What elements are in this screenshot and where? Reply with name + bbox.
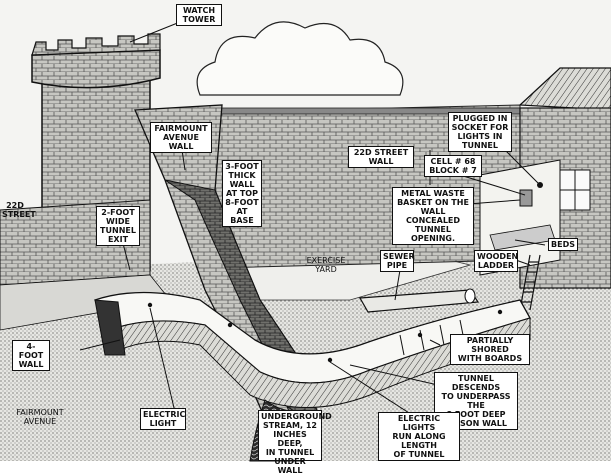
label-beds: BEDS (548, 238, 578, 251)
label-underground-stream: UNDERGROUND STREAM, 12 INCHES DEEP, IN T… (258, 410, 332, 475)
tunnel-illustration (0, 21, 611, 462)
cell-block-roof (518, 67, 611, 111)
label-wooden-ladder: WOODEN LADDER (474, 250, 518, 272)
sewer-pipe (359, 289, 480, 313)
label-cell: CELL # 68 BLOCK # 7 (424, 155, 482, 177)
metal-basket (519, 189, 533, 207)
label-metal-basket: METAL WASTE BASKET ON THE WALL CONCEALED… (392, 187, 474, 245)
wooden-ladder-shape (519, 254, 541, 311)
label-tunnel-exit: 2-FOOT WIDE TUNNEL EXIT (96, 206, 140, 246)
label-3-foot-wall: 3-FOOT THICK WALL AT TOP 8-FOOT AT BASE (222, 160, 262, 227)
label-fairmount-wall: FAIRMOUNT AVENUE WALL (150, 122, 212, 153)
label-electric-lights-run: ELECTRIC LIGHTS RUN ALONG LENGTH OF TUNN… (378, 412, 460, 461)
label-sewer-pipe: SEWER PIPE (380, 250, 415, 272)
label-22d-street: 22d STREET (2, 201, 36, 219)
label-exercise-yard: EXERCISE YARD (306, 256, 346, 274)
label-partially-shored: PARTIALLY SHORED WITH BOARDS (450, 334, 530, 365)
tunnel-lights (147, 302, 503, 363)
label-tunnel-descends: TUNNEL DESCENDS TO UNDERPASS THE 8 FOOT … (434, 372, 518, 430)
label-watch-tower: WATCH TOWER (176, 4, 222, 26)
cloud (196, 21, 404, 96)
label-22d-street-wall: 22d STREET WALL (348, 146, 414, 168)
tunnel-exit-shaft (94, 299, 126, 356)
label-plugged-socket: PLUGGED IN SOCKET FOR LIGHTS IN TUNNEL (448, 112, 512, 152)
label-4-foot-wall: 4-FOOT WALL (12, 340, 50, 371)
label-electric-light: ELECTRIC LIGHT (140, 408, 186, 430)
label-fairmount-avenue: FAIRMOUNT AVENUE (16, 408, 64, 426)
